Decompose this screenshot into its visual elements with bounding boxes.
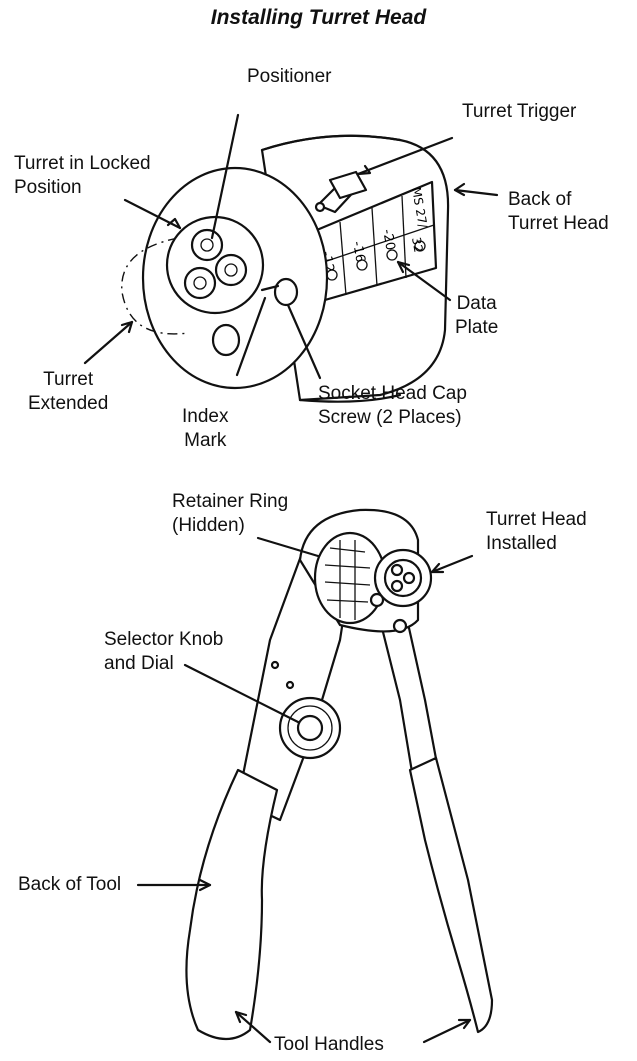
label-turret-locked-line1: Turret in Locked <box>14 153 151 174</box>
turret-hole-right <box>214 253 248 287</box>
top-leader-lines <box>83 113 499 380</box>
label-retainer-line1: Retainer Ring <box>172 491 289 512</box>
label-selector-line2: and Dial <box>104 653 174 674</box>
label-index-mark-line2: Mark <box>184 430 227 451</box>
label-turret-locked-line2: Position <box>14 177 82 198</box>
turret-hole-top <box>190 228 224 262</box>
lower-screw <box>211 323 241 357</box>
left-handle <box>185 768 279 1041</box>
crimp-tool-drawing <box>185 508 494 1041</box>
data-plate: -12 -16 -20 MS 27/ 32 <box>310 180 438 304</box>
plate-mark-16: -16 <box>349 240 367 264</box>
index-mark-line <box>260 284 280 292</box>
label-socket-head-cap-screw: Socket Head Cap Screw (2 Places) <box>318 382 467 430</box>
label-selector-line1: Selector Knob <box>104 629 224 650</box>
label-index-mark: Index Mark <box>182 405 228 453</box>
label-retainer-line2: (Hidden) <box>172 515 245 536</box>
label-data-plate-line1: Data <box>456 293 497 314</box>
right-handle <box>408 756 494 1034</box>
label-data-plate: Data Plate <box>455 292 498 340</box>
label-back-of-turret-head: Back of Turret Head <box>508 188 609 236</box>
selector-knob <box>296 714 324 742</box>
label-turret-locked: Turret in Locked Position <box>14 152 151 200</box>
label-turret-extended: Turret Extended <box>28 368 108 416</box>
turret-head-drawing: -12 -16 -20 MS 27/ 32 <box>121 134 450 403</box>
bottom-leader-lines <box>136 536 474 1044</box>
label-retainer-ring: Retainer Ring (Hidden) <box>172 490 288 538</box>
label-turret-head-installed: Turret Head Installed <box>486 508 587 556</box>
turret-trigger <box>314 170 368 214</box>
label-socket-line1: Socket Head Cap <box>318 383 467 404</box>
label-selector-knob: Selector Knob and Dial <box>104 628 223 676</box>
label-positioner: Positioner <box>247 66 332 87</box>
turret-extended-outline <box>121 237 189 335</box>
label-back-head-line2: Turret Head <box>508 213 609 234</box>
turret-hole-left <box>183 266 217 300</box>
label-data-plate-line2: Plate <box>455 317 499 338</box>
plate-mark-32: 32 <box>409 236 425 253</box>
label-socket-line2: Screw (2 Places) <box>318 407 462 428</box>
plate-mark-20: -20 <box>379 228 397 252</box>
installed-head-bands <box>324 540 371 620</box>
figure-title: Installing Turret Head <box>210 6 427 29</box>
label-turret-trigger: Turret Trigger <box>462 101 577 122</box>
label-turret-extended-line1: Turret <box>43 369 94 390</box>
label-back-of-tool: Back of Tool <box>18 874 122 895</box>
label-back-head-line1: Back of <box>508 189 572 210</box>
label-head-installed-line1: Turret Head <box>486 509 587 530</box>
label-turret-extended-line2: Extended <box>28 393 109 414</box>
socket-head-cap-screw <box>273 277 299 307</box>
label-index-mark-line1: Index <box>182 406 229 427</box>
label-tool-handles: Tool Handles <box>274 1034 384 1055</box>
label-head-installed-line2: Installed <box>486 533 557 554</box>
